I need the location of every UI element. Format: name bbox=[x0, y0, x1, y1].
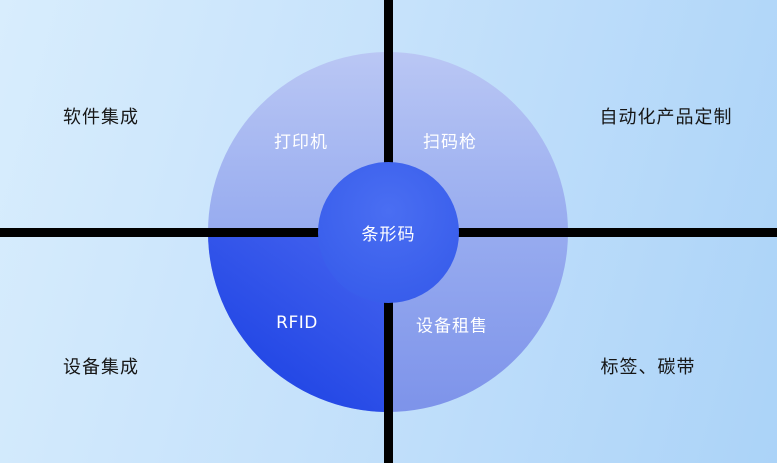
quadrant-label-rfid: RFID bbox=[276, 313, 318, 333]
quadrant-label-equipment-rental: 设备租售 bbox=[416, 316, 488, 337]
corner-label-labels-ribbons: 标签、碳带 bbox=[600, 357, 696, 378]
corner-label-automation-customization: 自动化产品定制 bbox=[599, 107, 733, 128]
center-label: 条形码 bbox=[361, 225, 416, 245]
quadrant-label-scanner: 扫码枪 bbox=[423, 132, 477, 153]
corner-label-software-integration: 软件集成 bbox=[63, 107, 139, 128]
center-circle-shape: 条形码 bbox=[318, 162, 459, 303]
corner-label-equipment-integration: 设备集成 bbox=[63, 357, 139, 378]
quadrant-label-printer: 打印机 bbox=[274, 132, 328, 153]
